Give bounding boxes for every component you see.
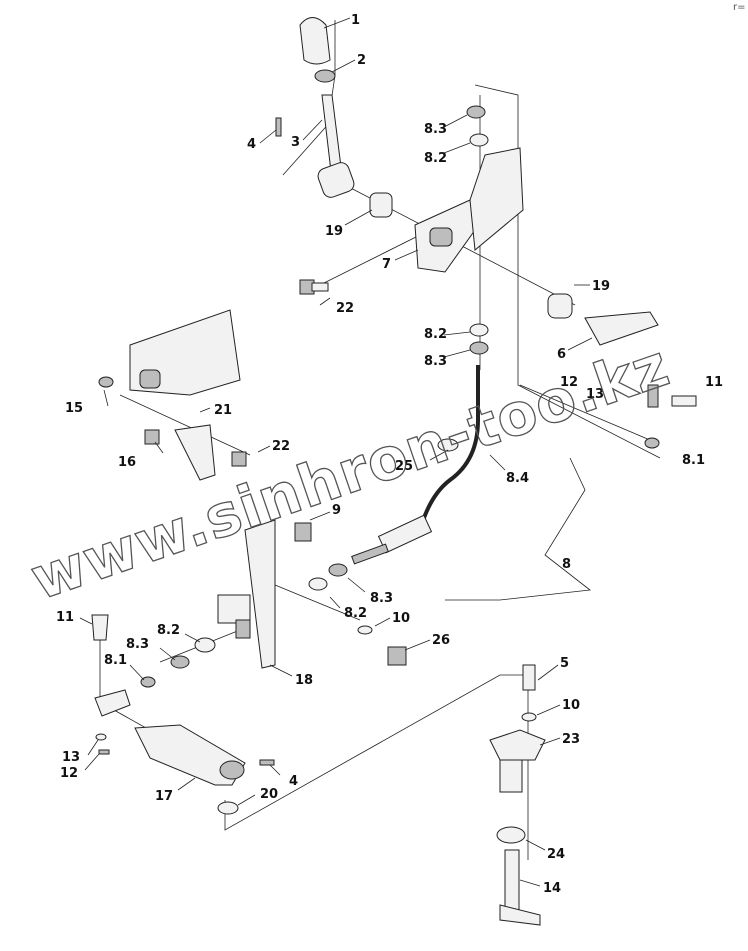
part-4-pin-top xyxy=(275,117,282,137)
label-8-2-mid: 8.2 xyxy=(424,327,447,342)
label-8-3-center: 8.3 xyxy=(370,591,393,606)
label-13-right: 13 xyxy=(586,387,604,402)
part-8-4-cable xyxy=(351,365,480,565)
label-26: 26 xyxy=(432,633,450,648)
label-8-1-right: 8.1 xyxy=(682,453,705,468)
part-8-3-8-2-center xyxy=(308,563,348,591)
label-22-top: 22 xyxy=(336,301,354,316)
part-22-bolt-left xyxy=(231,451,247,467)
part-12-13-pin-right xyxy=(647,384,659,408)
label-17: 17 xyxy=(155,789,173,804)
label-10-center: 10 xyxy=(392,611,410,626)
label-11-right: 11 xyxy=(705,375,723,390)
part-10-washer-center xyxy=(357,625,373,635)
part-11-bolt-left xyxy=(91,614,109,641)
label-12-right: 12 xyxy=(560,375,578,390)
part-20-washer xyxy=(217,801,239,815)
label-8-2-center: 8.2 xyxy=(344,606,367,621)
part-3-lever-rod xyxy=(317,94,355,198)
part-8-2-8-3-mid xyxy=(469,323,489,355)
label-5: 5 xyxy=(560,656,569,671)
leader-lines xyxy=(79,17,593,887)
label-7: 7 xyxy=(382,257,391,272)
label-25: 25 xyxy=(395,459,413,474)
label-22-left: 22 xyxy=(272,439,290,454)
part-18-plate xyxy=(217,519,276,669)
part-6-lever xyxy=(584,311,659,346)
label-12-left: 12 xyxy=(60,766,78,781)
label-9: 9 xyxy=(332,503,341,518)
label-8-2-top: 8.2 xyxy=(424,151,447,166)
part-19-bushing-top xyxy=(369,192,393,218)
label-8-3-left: 8.3 xyxy=(126,637,149,652)
label-15: 15 xyxy=(65,401,83,416)
part-8-1-nut-right xyxy=(644,437,660,449)
part-24-washer xyxy=(496,826,526,844)
label-19-right: 19 xyxy=(592,279,610,294)
label-8-1-left: 8.1 xyxy=(104,653,127,668)
corner-mark: r= xyxy=(733,2,746,13)
part-16-bolt xyxy=(144,429,160,445)
watermark-text: www.sinhron-too.kz xyxy=(22,331,677,613)
part-4-pin-bottom xyxy=(259,759,275,766)
part-10-washer-right xyxy=(521,712,537,722)
label-24: 24 xyxy=(547,847,565,862)
part-21-bracket-left xyxy=(129,309,241,481)
part-labels: 1 2 3 4 8.3 8.2 19 7 22 19 8.2 8.3 6 12 … xyxy=(56,13,723,896)
part-17-lever xyxy=(134,724,246,786)
part-23-flange xyxy=(489,729,546,793)
part-11-bolt-right xyxy=(671,395,697,407)
label-10-right: 10 xyxy=(562,698,580,713)
label-8-3-mid: 8.3 xyxy=(424,354,447,369)
label-3: 3 xyxy=(291,135,300,150)
label-6: 6 xyxy=(557,347,566,362)
part-1-knob xyxy=(299,17,331,65)
label-8-2-left: 8.2 xyxy=(157,623,180,638)
part-19-bushing-right xyxy=(547,293,573,319)
label-14: 14 xyxy=(543,881,561,896)
label-11-left: 11 xyxy=(56,610,74,625)
label-18: 18 xyxy=(295,673,313,688)
part-8-2-washer-top xyxy=(469,133,489,147)
part-9-bolt xyxy=(294,522,312,542)
part-26-bolt xyxy=(387,646,407,666)
label-4-bottom: 4 xyxy=(289,774,298,789)
part-2-nut xyxy=(314,69,336,83)
part-8-3-nut-top xyxy=(466,105,486,119)
part-22-bolt-top xyxy=(299,279,329,295)
part-8-washers-left xyxy=(140,637,216,688)
part-14-shaft xyxy=(499,849,541,926)
label-20: 20 xyxy=(260,787,278,802)
label-8-3-top: 8.3 xyxy=(424,122,447,137)
part-12-13-left xyxy=(95,733,110,755)
part-15-nut xyxy=(98,376,114,388)
label-13-left: 13 xyxy=(62,750,80,765)
label-23: 23 xyxy=(562,732,580,747)
label-8-4: 8.4 xyxy=(506,471,529,486)
label-19-top: 19 xyxy=(325,224,343,239)
part-25-washer xyxy=(437,438,459,452)
part-5-bolt xyxy=(522,664,536,691)
label-4-top: 4 xyxy=(247,137,256,152)
part-clevis-left xyxy=(94,689,131,717)
label-16: 16 xyxy=(118,455,136,470)
label-1: 1 xyxy=(351,13,360,28)
label-8: 8 xyxy=(562,557,571,572)
label-21: 21 xyxy=(214,403,232,418)
label-2: 2 xyxy=(357,53,366,68)
part-7-bracket xyxy=(414,147,524,273)
